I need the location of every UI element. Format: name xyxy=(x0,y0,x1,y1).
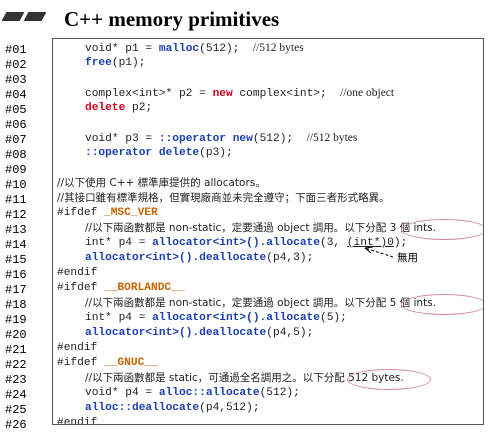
line-number: #23 xyxy=(5,373,27,387)
line-number: #10 xyxy=(5,178,27,192)
code-line-25: alloc::deallocate(p4,512); xyxy=(85,402,260,414)
code-line-16: #endif xyxy=(57,267,98,279)
line-number: #13 xyxy=(5,223,27,237)
code-line-02: free(p1); xyxy=(85,57,146,69)
line-number: #14 xyxy=(5,238,27,252)
code-line-11: //其接口雖有標準規格，但實現廠商並未完全遵守；下面三者形式略異。 xyxy=(57,192,390,204)
code-line-14: int* p4 = allocator<int>().allocate(3, (… xyxy=(85,237,408,249)
code-line-05: delete p2; xyxy=(85,102,153,114)
code-line-12: #ifdef _MSC_VER xyxy=(57,207,158,219)
code-line-08: ::operator delete(p3); xyxy=(85,147,233,159)
line-number: #26 xyxy=(5,418,27,432)
line-number: #16 xyxy=(5,268,27,282)
line-number: #11 xyxy=(5,193,27,207)
code-line-20: allocator<int>().deallocate(p4,5); xyxy=(85,327,314,339)
line-number: #12 xyxy=(5,208,27,222)
line-number: #25 xyxy=(5,403,27,417)
code-line-01: void* p1 = malloc(512); //512 bytes xyxy=(85,42,304,55)
code-line-21: #endif xyxy=(57,342,98,354)
line-number: #18 xyxy=(5,298,27,312)
line-number: #09 xyxy=(5,163,27,177)
unused-note: 無用 xyxy=(397,252,418,264)
code-line-13: //以下兩函數都是 non-static，定要通過 object 調用。以下分配… xyxy=(85,222,436,234)
line-number: #03 xyxy=(5,73,27,87)
line-number: #06 xyxy=(5,118,27,132)
line-number: #08 xyxy=(5,148,27,162)
title-decoration xyxy=(23,12,47,21)
line-number: #20 xyxy=(5,328,27,342)
line-number: #05 xyxy=(5,103,27,117)
code-line-19: int* p4 = allocator<int>().allocate(5); xyxy=(85,312,347,324)
code-line-26: #endif xyxy=(57,417,98,425)
line-number: #17 xyxy=(5,283,27,297)
code-line-15: allocator<int>().deallocate(p4,3); xyxy=(85,252,314,264)
code-line-07: void* p3 = ::operator new(512); //512 by… xyxy=(85,132,358,145)
line-number: #21 xyxy=(5,343,27,357)
code-line-04: complex<int>* p2 = new complex<int>; //o… xyxy=(85,87,395,100)
line-number: #02 xyxy=(5,58,27,72)
page-title: C++ memory primitives xyxy=(64,7,280,31)
line-number: #07 xyxy=(5,133,27,147)
code-line-10: //以下使用 C++ 標準庫提供的 allocators。 xyxy=(57,177,266,189)
line-number: #24 xyxy=(5,388,27,402)
code-line-22: #ifdef __GNUC__ xyxy=(57,357,158,369)
code-line-24: void* p4 = alloc::allocate(512); xyxy=(85,387,300,399)
title-decoration xyxy=(1,12,25,21)
line-number: #15 xyxy=(5,253,27,267)
line-number: #19 xyxy=(5,313,27,327)
code-line-18: //以下兩函數都是 non-static，定要通過 object 調用。以下分配… xyxy=(85,297,436,309)
line-number: #01 xyxy=(5,43,27,57)
code-panel: void* p1 = malloc(512); //512 bytes free… xyxy=(52,38,484,425)
line-number: #04 xyxy=(5,88,27,102)
code-line-17: #ifdef __BORLANDC__ xyxy=(57,282,185,294)
line-number: #22 xyxy=(5,358,27,372)
arrow-icon xyxy=(364,246,394,258)
code-line-23: //以下兩函數都是 static，可通過全名調用之。以下分配 512 bytes… xyxy=(85,372,404,384)
